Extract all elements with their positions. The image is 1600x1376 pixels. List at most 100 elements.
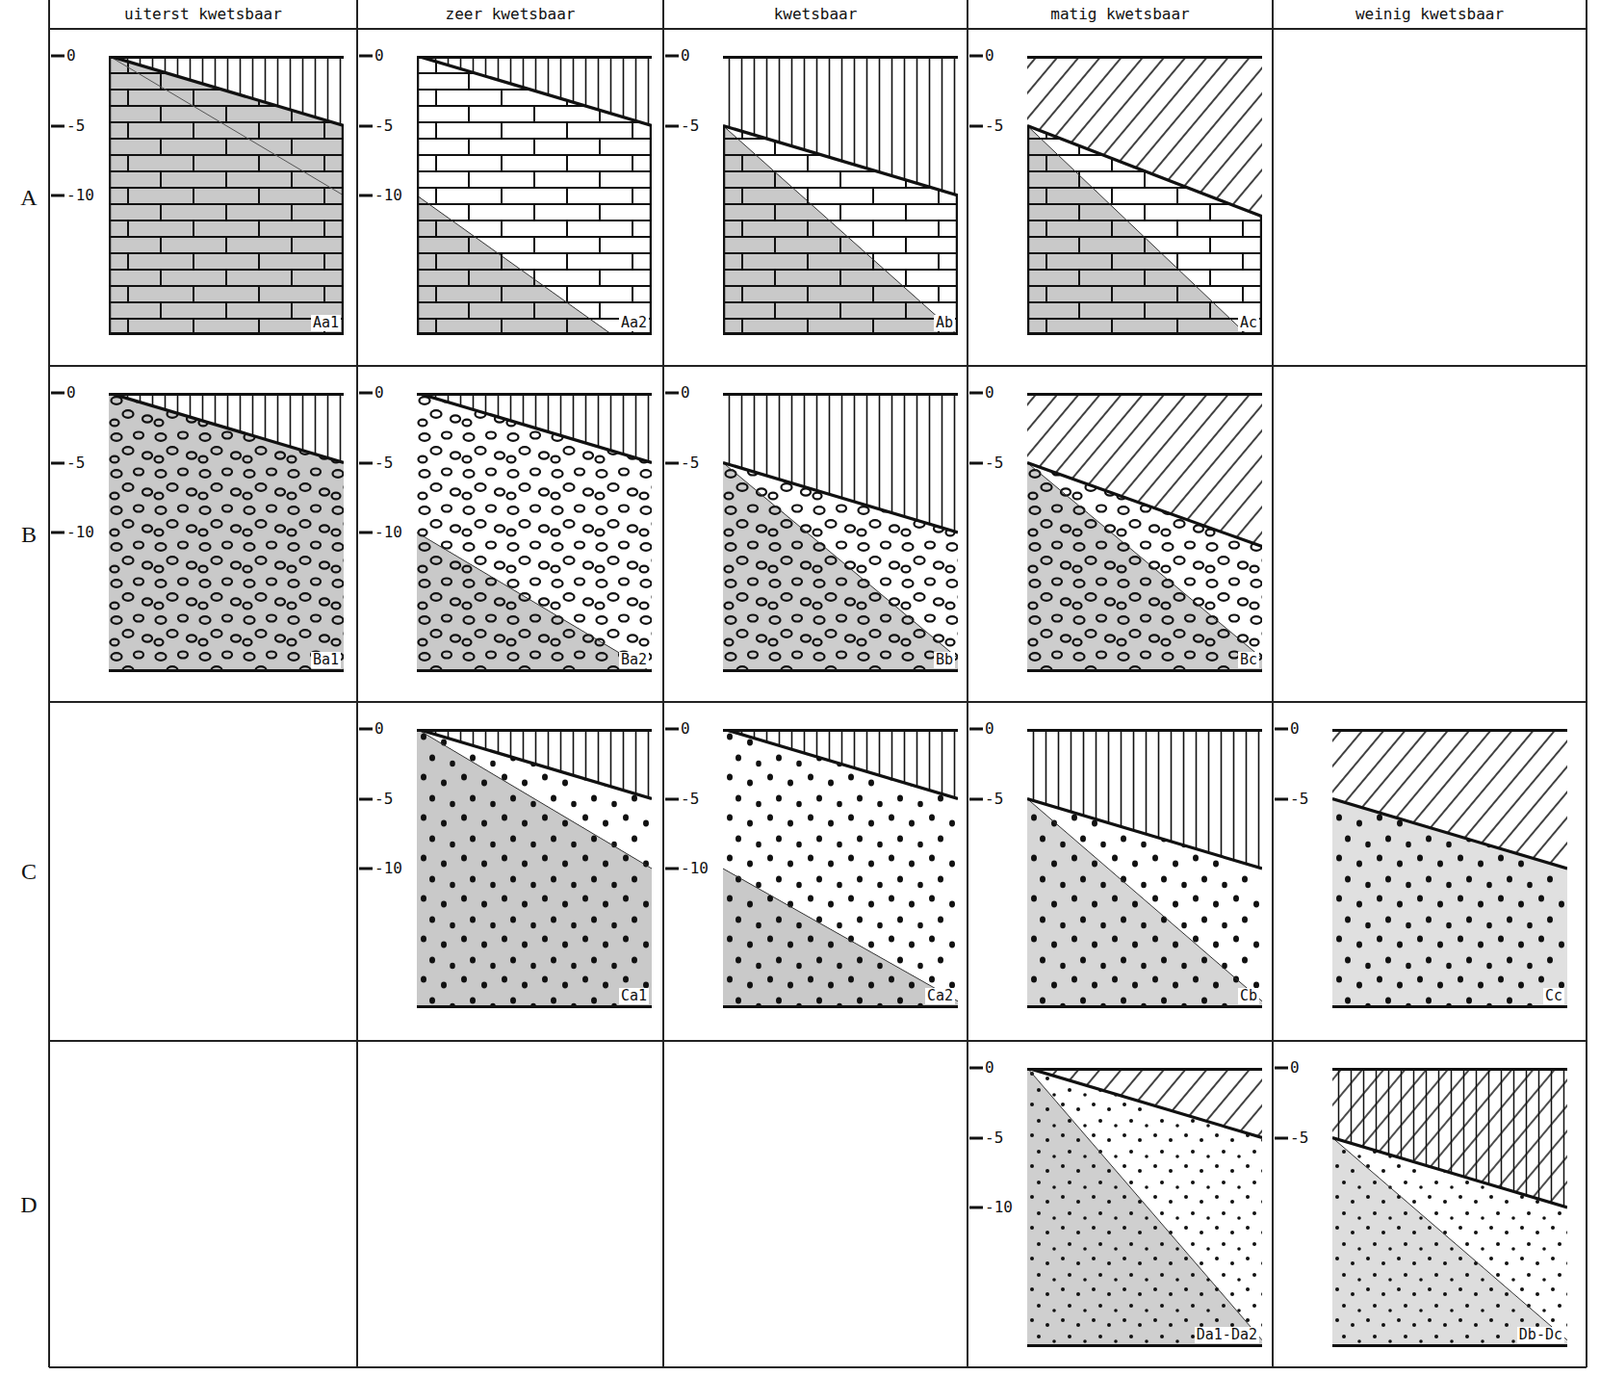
depth-label: -5 bbox=[65, 118, 86, 134]
base-line bbox=[1027, 332, 1263, 336]
cover-base-line bbox=[1027, 126, 1263, 217]
tick-mark bbox=[51, 53, 65, 58]
surface-line bbox=[1332, 1067, 1568, 1071]
shading bbox=[108, 55, 344, 336]
tick-mark bbox=[665, 391, 679, 395]
tick-mark bbox=[969, 726, 983, 731]
cell-code: Ac bbox=[1238, 314, 1260, 332]
tick-mark bbox=[665, 866, 679, 871]
cover-base-line bbox=[722, 728, 958, 800]
depth-label: -10 bbox=[983, 1199, 1014, 1215]
cover-layer bbox=[1332, 1067, 1568, 1208]
depth-label: 0 bbox=[373, 385, 386, 401]
cover-base-line bbox=[722, 126, 958, 197]
base-line bbox=[722, 1005, 958, 1008]
depth-label: -5 bbox=[983, 118, 1005, 134]
tick-mark bbox=[51, 391, 65, 395]
surface-line bbox=[1027, 1067, 1263, 1071]
cover-layer bbox=[1027, 392, 1263, 547]
depth-label: 0 bbox=[65, 48, 78, 64]
tick-mark bbox=[1274, 1135, 1289, 1140]
base-line bbox=[108, 332, 344, 336]
tick-mark bbox=[359, 124, 373, 128]
depth-label: 0 bbox=[983, 48, 996, 64]
soil-profile bbox=[416, 392, 652, 672]
tick-mark bbox=[359, 461, 373, 465]
surface-line bbox=[1027, 392, 1263, 396]
cell-code: Ca1 bbox=[619, 987, 649, 1005]
cover-base-line bbox=[416, 392, 652, 464]
tick-mark bbox=[969, 1135, 983, 1140]
edge-line bbox=[955, 195, 958, 336]
depth-label: -5 bbox=[679, 791, 700, 807]
depth-label: 0 bbox=[65, 385, 78, 401]
soil-profile bbox=[1332, 1067, 1568, 1347]
surface-line bbox=[416, 55, 652, 59]
depth-label: 0 bbox=[983, 721, 996, 737]
tick-mark bbox=[665, 461, 679, 465]
row-letter: C bbox=[21, 859, 37, 883]
soil-profile bbox=[1332, 728, 1568, 1008]
cover-base-line bbox=[108, 55, 344, 127]
cell-code: Ba1 bbox=[310, 651, 341, 669]
base-line bbox=[722, 332, 958, 336]
depth-label: -10 bbox=[373, 187, 404, 204]
depth-label: -10 bbox=[373, 524, 404, 541]
tick-mark bbox=[665, 797, 679, 800]
boundary-line bbox=[416, 195, 652, 336]
cover-layer bbox=[416, 728, 652, 800]
tick-mark bbox=[359, 461, 373, 465]
tick-mark bbox=[1274, 727, 1289, 731]
soil-profile bbox=[722, 728, 958, 1008]
tick-mark bbox=[969, 461, 983, 465]
tick-mark bbox=[359, 193, 373, 198]
depth-label: -5 bbox=[983, 1130, 1005, 1146]
soil-profile bbox=[1027, 392, 1263, 672]
surface-line bbox=[108, 55, 344, 59]
tick-mark bbox=[665, 867, 679, 871]
shading bbox=[1027, 1067, 1263, 1347]
boundary-line bbox=[416, 532, 652, 672]
depth-label: -5 bbox=[373, 791, 394, 807]
tick-mark bbox=[665, 124, 679, 129]
tick-mark bbox=[359, 727, 373, 731]
soil-profile bbox=[722, 392, 958, 672]
tick-mark bbox=[51, 193, 65, 198]
cover-layer bbox=[108, 392, 344, 464]
depth-label: -5 bbox=[983, 791, 1005, 807]
tick-mark bbox=[969, 1135, 983, 1139]
tick-mark bbox=[51, 531, 65, 535]
surface-line bbox=[416, 392, 652, 396]
cover-base-line bbox=[722, 463, 958, 534]
depth-label: -5 bbox=[373, 118, 394, 134]
tick-mark bbox=[1274, 1066, 1289, 1070]
surface-line bbox=[722, 55, 958, 59]
tick-mark bbox=[51, 461, 65, 465]
column-header: matig kwetsbaar bbox=[1050, 6, 1190, 23]
depth-label: -5 bbox=[373, 455, 394, 471]
soil-profile bbox=[108, 55, 344, 336]
cell-code: Cc bbox=[1543, 987, 1565, 1005]
depth-label: -5 bbox=[983, 455, 1005, 471]
boundary-line bbox=[416, 728, 652, 869]
tick-mark bbox=[51, 390, 65, 395]
edge-line bbox=[1027, 126, 1030, 336]
tick-mark bbox=[359, 531, 373, 535]
tick-mark bbox=[359, 726, 373, 731]
soil-texture bbox=[108, 392, 344, 672]
tick-mark bbox=[969, 797, 983, 801]
surface-line bbox=[1027, 728, 1263, 732]
soil-texture bbox=[722, 728, 958, 1008]
depth-label: -10 bbox=[65, 187, 96, 204]
depth-label: 0 bbox=[679, 385, 692, 401]
boundary-line bbox=[1027, 1067, 1263, 1341]
tick-mark bbox=[359, 391, 373, 395]
surface-line bbox=[1332, 728, 1568, 732]
column-header: zeer kwetsbaar bbox=[445, 6, 576, 23]
cover-layer bbox=[722, 392, 958, 533]
surface-line bbox=[108, 392, 344, 396]
cell-code: Ab bbox=[933, 314, 955, 332]
cell-code: Aa1 bbox=[310, 314, 341, 332]
depth-label: -5 bbox=[1289, 791, 1310, 807]
column-header: kwetsbaar bbox=[774, 6, 858, 23]
